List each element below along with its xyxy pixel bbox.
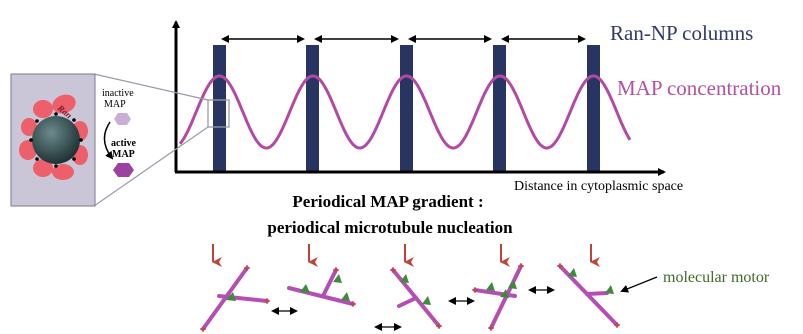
microtubule [473,288,517,298]
ran-proteins [19,94,88,180]
nucleation-arrows [212,244,600,267]
inactive-map-label-2: MAP [104,99,126,110]
active-map-hexagon [113,163,134,177]
motor [226,292,236,301]
microtubule [585,291,609,296]
motor [508,280,517,289]
linker-dots [29,112,83,168]
motor [341,292,350,301]
legend-map-concentration: MAP concentration [617,76,782,100]
heading-line-2: periodical microtubule nucleation [267,218,513,237]
motor [568,268,577,277]
ran-protein [33,159,53,177]
motor [422,296,431,305]
ran-np-column [493,45,506,171]
ran-protein [33,100,53,118]
active-map-label-1: active [111,138,137,149]
microtubule [321,268,338,298]
zoom-connector-top [93,73,209,101]
molecular-motors [226,268,614,305]
zoom-connector-bottom [93,126,209,207]
motor [300,284,310,293]
ran-np-column [213,45,226,171]
aster-spacing-arrows [271,286,555,331]
ran-protein [19,140,37,160]
ran-np-column [587,45,600,171]
motor [605,285,614,294]
inactive-map-label-1: inactive [102,88,134,99]
motor [500,289,509,298]
plus-ends [200,263,620,332]
ran-protein [52,94,76,114]
activation-arrow [103,121,114,160]
legend-ran-np-columns: Ran-NP columns [610,21,753,45]
active-map-label-2: MAP [112,149,135,160]
ran-np-columns [213,45,600,171]
zoom-selector [207,99,230,128]
microtubule [217,294,269,303]
ran-protein [21,118,37,136]
motor [333,274,342,283]
microtubules [201,264,619,331]
ran-protein [52,164,74,180]
concentration-plot: Distance in cytoplasmic space Ran-NP col… [172,20,782,194]
motor-pointer [620,276,658,293]
x-axis-label: Distance in cytoplasmic space [514,179,683,194]
nanoparticle-core [32,116,80,164]
inactive-map-hexagon [114,113,131,125]
nanoparticle-inset: Ran inactive MAP active MAP [10,73,230,207]
heading-line-1: Periodical MAP gradient : [292,192,483,211]
motor [486,282,495,291]
ran-np-column [306,45,319,171]
ran-np-column [400,45,413,171]
motor [400,274,409,283]
microtubule [397,296,418,308]
nucleation-row: molecular motor [200,244,770,332]
map-concentration-curve [178,74,632,150]
molecular-motor-label: molecular motor [663,269,770,286]
